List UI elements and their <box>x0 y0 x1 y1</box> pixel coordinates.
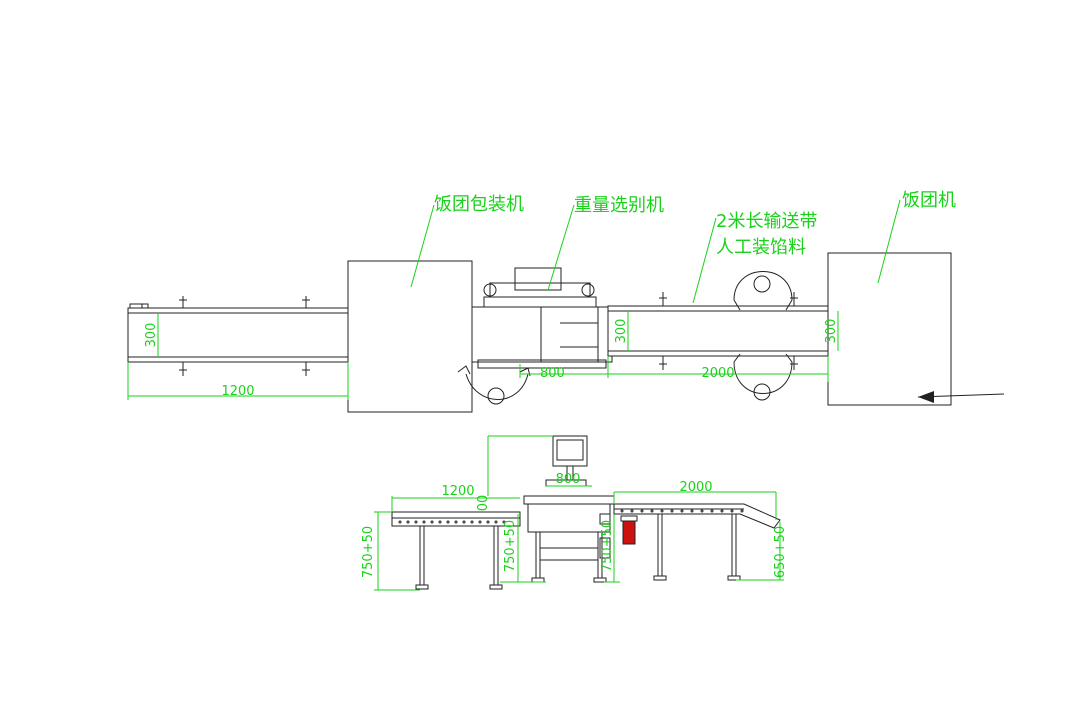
label-packer: 饭团包装机 <box>434 194 524 215</box>
dimension-left-length: 1200 <box>127 362 349 400</box>
rollers-right <box>620 509 744 513</box>
dimension-side-right-end-height: 650+50 <box>736 522 788 581</box>
checkweigher-top <box>471 267 613 369</box>
svg-text:1200: 1200 <box>441 484 474 499</box>
rice-ball-machine-box <box>827 252 952 406</box>
right-conveyor-side <box>613 503 781 581</box>
dimension-right-width: 300 <box>824 311 839 351</box>
left-conveyor-top <box>127 296 349 376</box>
dimension-checkweigher-length: 800 <box>519 356 609 381</box>
svg-text:750+50: 750+50 <box>600 520 615 572</box>
dimension-side-right-length: 2000 <box>613 480 777 520</box>
svg-text:800: 800 <box>556 472 581 487</box>
svg-text:00: 00 <box>476 495 491 512</box>
svg-text:650+50: 650+50 <box>773 526 788 578</box>
label-conveyor-line2: 人工装馅料 <box>716 237 806 258</box>
svg-text:800: 800 <box>540 366 565 381</box>
operator-figure <box>733 353 793 401</box>
dimension-right-length: 2000 <box>608 356 829 382</box>
dimension-side-scale-height: 750+50 <box>500 514 546 583</box>
dimension-side-left-height: 750+50 <box>361 511 420 591</box>
dimension-side-left-length: 1200 <box>391 484 520 512</box>
dimension-left-width: 300 <box>144 313 159 357</box>
svg-text:1200: 1200 <box>221 384 254 399</box>
flow-arrow <box>917 391 1005 403</box>
svg-text:750+50: 750+50 <box>503 520 518 572</box>
label-checkweigher: 重量选别机 <box>574 195 664 216</box>
label-conveyor-line1: 2米长输送带 <box>716 211 817 232</box>
leader-line <box>692 217 717 304</box>
operator-figure <box>733 271 793 311</box>
dimension-checkweigher-width: 300 <box>614 311 629 351</box>
motor <box>620 515 638 545</box>
leader-line <box>877 199 901 284</box>
leader-line <box>547 204 575 291</box>
svg-text:300: 300 <box>614 319 629 344</box>
dimension-side-scale-length: 800 <box>546 472 592 487</box>
svg-text:2000: 2000 <box>679 480 712 495</box>
leader-line <box>410 204 435 288</box>
dimension-side-scale-right-height: 750+50 <box>600 514 620 583</box>
label-rice-ball-machine: 饭团机 <box>902 190 956 211</box>
side-view: 1200 750+50 00 750+50 800 750+50 <box>361 435 788 591</box>
top-view: 饭团包装机 重量选别机 2米长输送带 人工装馅料 饭团机 1200 300 30… <box>127 190 1005 413</box>
right-conveyor-top <box>607 292 829 370</box>
rollers-left <box>398 520 506 524</box>
operator-figure <box>457 365 531 405</box>
svg-text:300: 300 <box>144 323 159 348</box>
svg-text:2000: 2000 <box>701 366 734 381</box>
checkweigher-side <box>523 435 615 583</box>
left-conveyor-side <box>391 511 521 590</box>
svg-text:750+50: 750+50 <box>361 526 376 578</box>
svg-text:300: 300 <box>824 319 839 344</box>
packer-box <box>347 260 473 413</box>
dimension-side-partial-top: 00 <box>476 435 553 512</box>
